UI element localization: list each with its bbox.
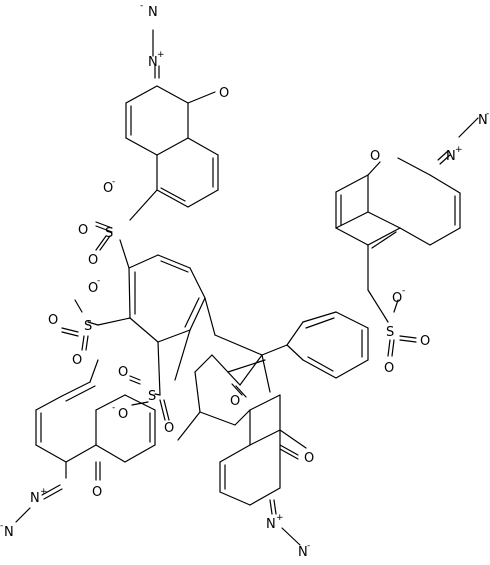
- top-naphthoquinone-diazide: N - N + O S O - O O: [78, 1, 229, 269]
- atom-label: S: [386, 325, 394, 340]
- charge-label: +: [455, 145, 463, 155]
- atom-label: O: [304, 451, 314, 466]
- atom-label: N: [446, 149, 456, 164]
- charge-label: -: [140, 1, 143, 11]
- charge-label: -: [97, 276, 100, 286]
- charge-label: -: [307, 541, 310, 551]
- atom-label: N: [298, 545, 308, 560]
- atom-label: O: [118, 407, 128, 422]
- atom-label: S: [105, 226, 113, 241]
- atom-label: O: [48, 313, 58, 328]
- charge-label: -: [402, 286, 405, 296]
- atom-label: N: [30, 491, 40, 506]
- atom-label: O: [164, 421, 174, 436]
- charge-label: -: [112, 177, 115, 187]
- atom-label: N: [148, 5, 158, 20]
- center-sulfonate: S O O - O: [112, 365, 174, 436]
- charge-label: +: [157, 50, 165, 60]
- atom-label: O: [103, 181, 113, 196]
- atom-label: N: [266, 517, 276, 532]
- atom-label: O: [219, 86, 229, 101]
- atom-label: O: [420, 334, 430, 349]
- atom-label: O: [384, 361, 394, 376]
- bottom-right-naphthoquinone-diazide: O N + N -: [219, 394, 314, 560]
- atom-label: O: [88, 253, 98, 268]
- mid-left-sulfonate: S O - O O: [48, 276, 100, 368]
- charge-label: +: [276, 513, 284, 523]
- atom-label: N: [148, 55, 158, 70]
- charge-label: +: [40, 487, 48, 497]
- atom-label: S: [148, 389, 156, 404]
- charge-label: -: [486, 109, 489, 119]
- charge-label: -: [112, 403, 115, 413]
- right-naphthoquinone-diazide: N - N + O S O - O O: [335, 109, 489, 376]
- atom-label: S: [84, 319, 92, 334]
- atom-label: N: [478, 113, 488, 128]
- bottom-left-naphthoquinone-diazide: O N + N -: [0, 359, 156, 540]
- atom-label: O: [92, 485, 102, 500]
- atom-label: O: [78, 223, 88, 238]
- charge-label: -: [0, 521, 3, 531]
- atom-label: O: [230, 394, 240, 409]
- atom-label: N: [4, 525, 14, 540]
- atom-label: O: [392, 291, 402, 306]
- atom-label: O: [370, 149, 380, 164]
- atom-label: O: [118, 365, 128, 380]
- central-core: O: [97, 254, 369, 441]
- atom-label: O: [72, 353, 82, 368]
- atom-label: O: [88, 281, 98, 296]
